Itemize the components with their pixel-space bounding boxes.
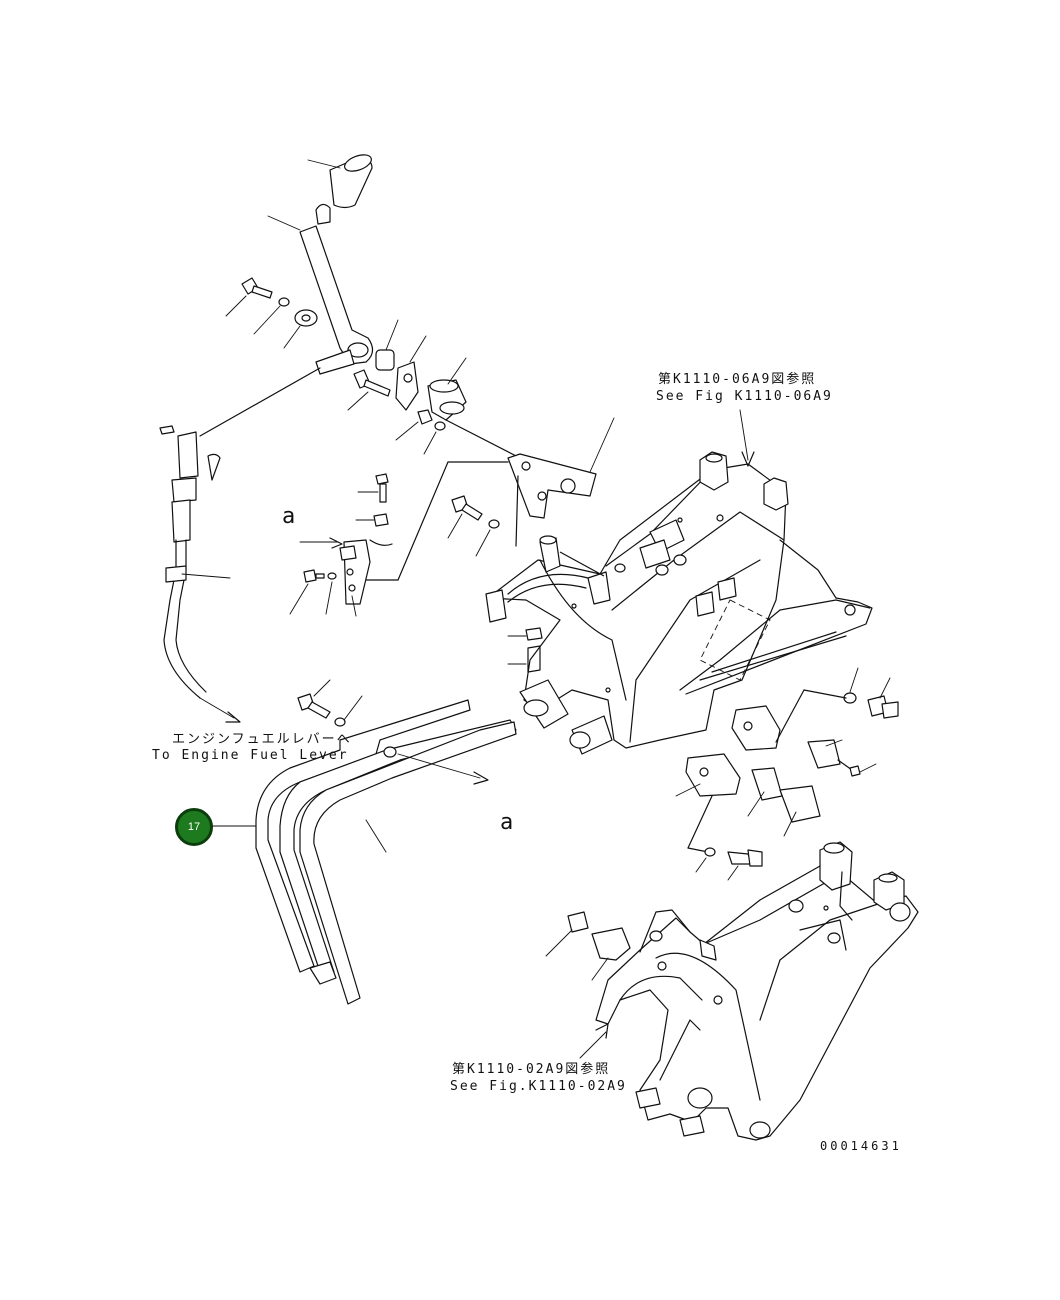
callout-number: 17	[187, 821, 201, 833]
rubber-boot	[427, 379, 467, 421]
cable-bracket	[507, 453, 597, 519]
cable-clamp	[339, 539, 371, 605]
drawing-number: 00014631	[820, 1139, 902, 1153]
control-lever	[299, 203, 374, 375]
lever-knob	[329, 154, 373, 209]
reference-note-bottom-jp: 第K1110-02A9図参照	[452, 1062, 611, 1077]
reference-note-bottom-en: See Fig.K1110-02A9	[450, 1079, 627, 1094]
main-frame	[485, 451, 873, 755]
control-cable	[159, 425, 221, 699]
pivot-bolt	[241, 277, 318, 327]
bushing	[375, 349, 395, 371]
view-marker-a-upper: a	[282, 504, 296, 529]
part-callout-17[interactable]: 17	[175, 808, 213, 846]
lever-guard-cover	[255, 699, 517, 1005]
view-marker-a-lower: a	[500, 810, 514, 835]
engine-lever-note-en: To Engine Fuel Lever	[152, 748, 349, 763]
switch-assembly	[685, 692, 899, 823]
lower-frame	[595, 841, 919, 1141]
engine-lever-note-jp: エンジンフュエルレバーへ	[172, 732, 352, 747]
link-plate	[395, 361, 419, 411]
reference-note-top-jp: 第K1110-06A9図参照	[658, 372, 817, 387]
reference-note-top-en: See Fig K1110-06A9	[656, 389, 833, 404]
